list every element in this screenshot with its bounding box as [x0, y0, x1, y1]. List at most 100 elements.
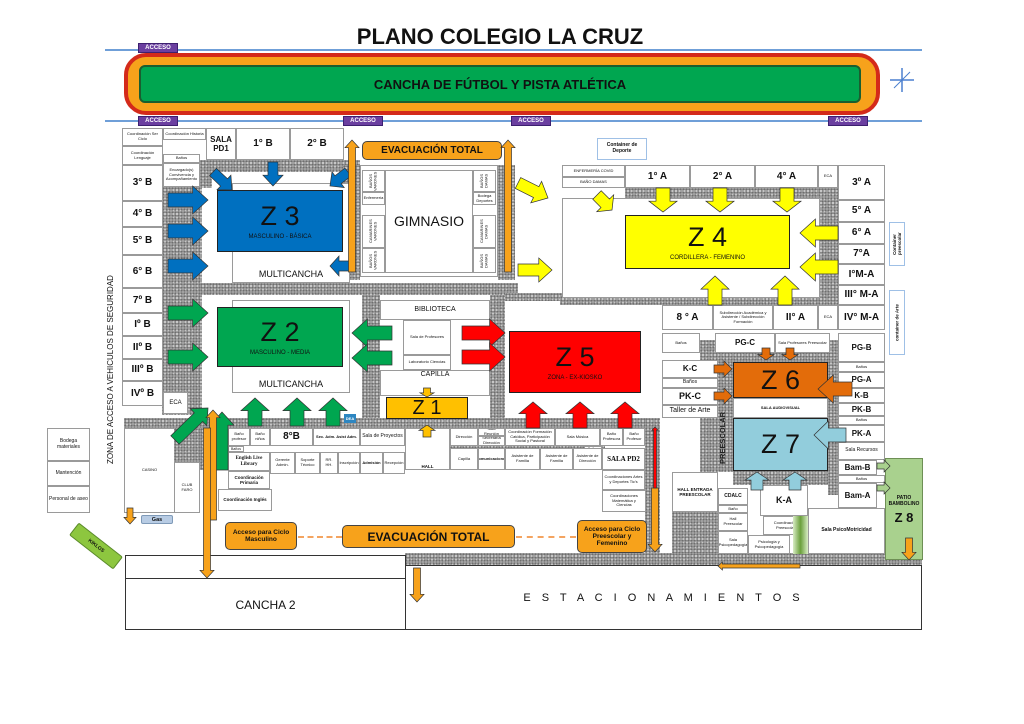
room-bano-profesora: Baño Profesora [600, 428, 623, 446]
room-asistente-familia-1: Asistente de Familia [505, 448, 540, 470]
evacuation-arrow-icon [461, 318, 506, 348]
hall-label: HALL [421, 463, 434, 469]
evacuation-arrow-icon [770, 275, 800, 306]
room-bano-pre: Baño [718, 505, 748, 513]
cancha-2: CANCHA 2 [125, 555, 406, 630]
room-pk-b: PK-B [838, 403, 885, 416]
corridor [818, 188, 838, 305]
room-2b: 2° B [290, 128, 344, 160]
room-coordinaciones-artes: Coordinaciones Artes y Deportes Tic's [602, 470, 645, 490]
evacuation-arrow-icon [351, 318, 393, 348]
zone-z5: Z 5 ZONA - EX-KIOSKO [509, 331, 641, 393]
room-soporte: Soporte Técnico [295, 452, 320, 474]
room-IVb: IVº B [122, 381, 163, 406]
evacuation-arrow-icon [717, 561, 801, 571]
room-comunicaciones: Comunicaciones [478, 448, 505, 470]
room-banos-r2: Baños [838, 416, 885, 425]
room-IVm-a: IV° M-A [838, 305, 885, 330]
room-bodega-materiales: Bodega materiales [47, 428, 90, 461]
room-sala-pd1: SALA PD1 [206, 128, 236, 160]
evacuation-arrow-icon [417, 424, 437, 438]
football-field: CANCHA DE FÚTBOL Y PISTA ATLÉTICA [139, 65, 861, 103]
room-pg-b: PG-B [838, 333, 885, 362]
room-4b: 4° B [122, 201, 163, 227]
room-coordinacion-formacion: Coordinación Formación Católica, Partici… [505, 428, 555, 446]
zone-code: Z 2 [260, 316, 300, 347]
access-badge: ACCESO [138, 116, 178, 126]
room-hall-preescolar: HALL ENTRADA PREESCOLAR [672, 472, 718, 512]
evacuation-arrow-icon [592, 190, 615, 213]
gas-tank: Gas [141, 515, 173, 524]
room-IIb: IIº B [122, 336, 163, 359]
room-banos: Baños [163, 154, 200, 163]
corridor [625, 188, 838, 198]
room-biblioteca: BIBLIOTECA [380, 300, 490, 320]
evacuation-arrow-icon [240, 397, 270, 427]
evacuation-arrow-icon [409, 567, 425, 603]
evacuation-arrow-icon [418, 387, 436, 398]
room-capilla: CAPILLA [380, 370, 490, 396]
room-banos-r3: Baños [838, 475, 885, 483]
room-cdalc: CDALC [718, 488, 748, 505]
room-6b: 6° B [122, 255, 163, 288]
room-bano-ninos: Baño niños [250, 428, 270, 446]
multicancha-label: MULTICANCHA [258, 378, 324, 389]
room-3b: 3° B [122, 165, 163, 201]
room-bano-profesor: Baño profesor [228, 428, 250, 446]
evacuation-arrow-icon [282, 397, 312, 427]
evacuation-banner-top: EVACUACIÓN TOTAL [362, 141, 502, 160]
room-7b: 7º B [122, 288, 163, 313]
room-3a: 3º A [838, 165, 885, 200]
room-hall-preescolar-2: Hall Preescolar [718, 513, 748, 531]
room-english-library: English Live Library [228, 452, 270, 471]
access-male-banner: Acceso para Ciclo Masculino [225, 522, 297, 550]
zone-name: PATIO BAMBOLINO [888, 494, 920, 507]
room-inscripcion: Inscripción [338, 452, 360, 474]
zone-name: MASCULINO - BÁSICA [248, 233, 312, 240]
room-enfermeria-covid: ENFERMERÍA COVID [562, 165, 625, 177]
zone-z8: PATIO BAMBOLINO Z 8 [885, 458, 923, 560]
room-sala-pd2: SALA PD2 [602, 448, 645, 470]
room-7a: 7°A [838, 244, 885, 264]
room-recepcion: Recepción [383, 452, 405, 474]
zone-code: Z 4 [687, 221, 727, 252]
evacuation-arrow-icon [351, 343, 393, 373]
room-bano-damas: BAÑO DAMAS [562, 177, 625, 188]
corridor [124, 418, 660, 428]
evacuation-arrow-icon [518, 401, 548, 429]
room-psicologia: Psicología y Psicopedagogía [748, 535, 790, 554]
cancha-2-divider [126, 578, 405, 579]
corridor [200, 160, 212, 188]
room-taller-arte: Taller de Arte [662, 405, 718, 418]
compass-icon [888, 66, 916, 94]
room-pg-c: PG-C [715, 333, 775, 353]
evacuation-arrow-icon [713, 360, 733, 378]
evacuation-arrow-icon [167, 251, 209, 281]
room-sala-audiovisual: SALA AUDIOVISUAL [733, 398, 828, 418]
room-banos-mid: Baños [228, 446, 244, 452]
room-8a: 8 ° A [662, 305, 713, 330]
room-coordinacion-ciclo: Coordinación Ser Ciclo [122, 128, 163, 146]
room-rrhh: RR. HH. [320, 452, 338, 474]
room-gimnasio: GIMNASIO [385, 170, 473, 273]
room-bam-b: Bam-B [838, 460, 877, 475]
evacuation-arrow-icon [167, 216, 209, 246]
evacuation-arrow-icon [817, 374, 853, 404]
zone-z7: Z 7 [733, 418, 828, 471]
room-secretaria-direccion: Secretaría Dirección [478, 436, 505, 446]
map-title: PLANO COLEGIO LA CRUZ [356, 24, 644, 49]
zone-z2: Z 2 MASCULINO - MEDIA [217, 307, 343, 367]
evacuation-arrow-icon [500, 139, 516, 273]
room-direccion: Dirección [450, 428, 478, 446]
boundary-line-top [105, 49, 922, 51]
multicancha-label: MULTICANCHA [258, 268, 324, 279]
room-eca-a2: ECA [818, 305, 838, 330]
evacuation-banner-bottom: EVACUACIÓN TOTAL [342, 525, 515, 548]
evacuation-arrow-icon [756, 347, 776, 361]
access-badge: ACCESO [511, 116, 551, 126]
evacuation-arrow-icon [781, 471, 809, 491]
zone-code: Z 7 [760, 429, 800, 459]
evacuation-arrow-icon [167, 185, 209, 215]
room-coordinacion-primaria: Coordinación Primaria [228, 471, 270, 489]
room-1b: 1° B [236, 128, 290, 160]
